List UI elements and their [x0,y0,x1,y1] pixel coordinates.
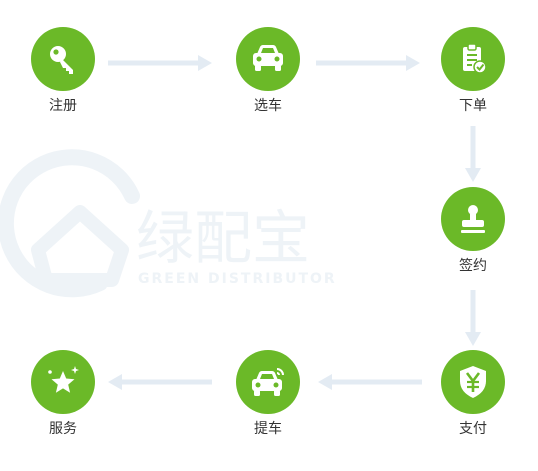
step-pickup-car: 提车 [218,350,318,438]
step-pickup-car-circle [236,350,300,414]
step-register-label: 注册 [49,98,77,114]
watermark-brand-en: GREEN DISTRIBUTOR [138,271,337,287]
step-register-circle [31,27,95,91]
step-pay-circle [441,350,505,414]
step-register: 注册 [13,27,113,115]
arrow-down-2 [465,290,481,346]
car-icon [253,45,283,71]
arrow-down-1 [465,126,481,182]
arrow-right-2 [316,55,420,71]
step-choose-car-circle [236,27,300,91]
step-pay: 支付 [423,350,523,438]
arrow-right-1 [108,55,212,71]
watermark-brand-cn: 绿配宝 [136,204,310,272]
step-place-order: 下单 [423,27,523,115]
step-service-label: 服务 [49,421,77,437]
stamp-icon [461,205,485,233]
step-sign-contract-circle [441,187,505,251]
arrow-left-2 [108,374,212,390]
step-place-order-label: 下单 [459,98,487,114]
yen-shield-icon [460,366,486,398]
key-icon [50,46,73,74]
car-signal-icon [252,368,284,396]
step-choose-car: 选车 [218,27,318,115]
step-sign-contract-label: 签约 [459,258,487,274]
arrow-left-1 [318,374,422,390]
step-pay-label: 支付 [459,421,487,437]
step-sign-contract: 签约 [423,187,523,275]
step-place-order-circle [441,27,505,91]
step-service: 服务 [13,350,113,438]
clipboard-check-icon [463,43,487,74]
step-service-circle [31,350,95,414]
step-pickup-car-label: 提车 [254,421,282,437]
step-choose-car-label: 选车 [254,98,282,114]
star-sparkle-icon [48,366,79,393]
